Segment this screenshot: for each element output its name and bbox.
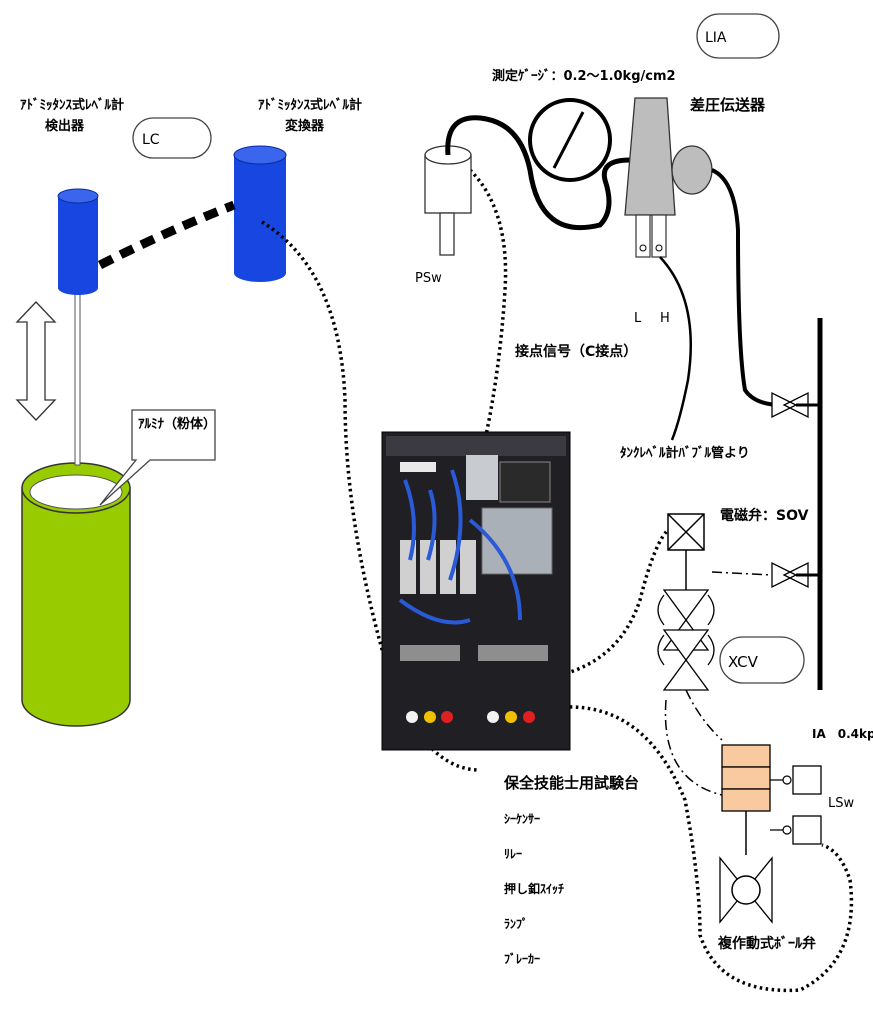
actuator-air-line-1 [686, 690, 722, 740]
gate-valve-icon [772, 393, 820, 417]
limit-switch-icon [770, 816, 821, 844]
lamp-red-1 [441, 711, 453, 723]
alumina-label: ｱﾙﾐﾅ（粉体） [138, 416, 216, 432]
test-bench-title: 保全技能士用試験台 [503, 774, 639, 792]
dp-transmitter [625, 98, 712, 257]
detector-label-1: ｱﾄﾞﾐｯﾀﾝｽ式ﾚﾍﾞﾙ計 [20, 97, 124, 113]
part-relay: ﾘﾚｰ [504, 847, 522, 861]
psw-label: PSw [415, 271, 442, 286]
xcv-valve [658, 590, 714, 690]
lia-tag: LIA [697, 14, 779, 58]
ia-supply-label: IA 0.4kpa [812, 727, 873, 741]
up-down-arrow-icon [17, 302, 55, 420]
pressure-switch [425, 146, 471, 255]
xcv-tag: XCV [720, 637, 804, 683]
tubing-h-port [660, 257, 691, 440]
part-sequencer: ｼｰｹﾝｻｰ [504, 812, 540, 826]
pressure-gauge-icon [530, 100, 610, 180]
test-bench-panel [382, 432, 570, 750]
part-lamp: ﾗﾝﾌﾟ [504, 916, 528, 931]
solenoid-valve-icon [668, 514, 704, 590]
converter-label-2: 変換器 [285, 118, 325, 134]
actuator-air-line-2 [665, 700, 722, 795]
tubing-to-bubbler [712, 170, 782, 405]
ball-valve-label: 複作動式ﾎﾞｰﾙ弁 [717, 935, 816, 952]
gate-valve-icon [772, 563, 820, 587]
level-converter-cylinder [234, 146, 286, 282]
lamp-yellow-1 [424, 711, 436, 723]
ball-valve-actuator [722, 745, 770, 855]
part-breaker: ﾌﾞﾚｰｶｰ [504, 951, 540, 966]
low-port-label: L [634, 311, 642, 326]
high-port-label: H [660, 311, 670, 326]
lc-tag: LC [133, 118, 211, 158]
lamp-red-2 [523, 711, 535, 723]
converter-label-1: ｱﾄﾞﾐｯﾀﾝｽ式ﾚﾍﾞﾙ計 [258, 97, 362, 113]
lamp-white-1 [406, 711, 418, 723]
dp-transmitter-label: 差圧伝送器 [690, 96, 766, 114]
detector-converter-cable [100, 205, 234, 265]
sov-air-line [712, 572, 772, 575]
ball-valve-icon [720, 858, 772, 922]
lc-tag-label: LC [142, 132, 160, 148]
wire-psw-to-panel [470, 170, 506, 440]
lamp-yellow-2 [505, 711, 517, 723]
part-pushbutton: 押し釦ｽｲｯﾁ [504, 881, 564, 896]
detector-probe-rod [75, 290, 80, 465]
bubbler-label: ﾀﾝｸﾚﾍﾞﾙ計ﾊﾞﾌﾞﾙ管より [620, 445, 750, 461]
lamp-white-2 [487, 711, 499, 723]
level-detector-cylinder [58, 189, 98, 295]
lia-tag-label: LIA [705, 30, 727, 46]
detector-label-2: 検出器 [45, 118, 85, 134]
limit-switch-icon [770, 766, 821, 794]
lsw-label: LSw [828, 796, 854, 811]
alumina-tank [22, 463, 130, 726]
solenoid-label: 電磁弁：SOV [720, 507, 809, 524]
wire-panel-to-solenoid [560, 528, 670, 675]
contact-signal-label: 接点信号（C接点） [515, 343, 637, 360]
gauge-label: 測定ｹﾞｰｼﾞ：0.2～1.0kg/cm2 [492, 68, 676, 84]
xcv-tag-label: XCV [728, 653, 759, 671]
